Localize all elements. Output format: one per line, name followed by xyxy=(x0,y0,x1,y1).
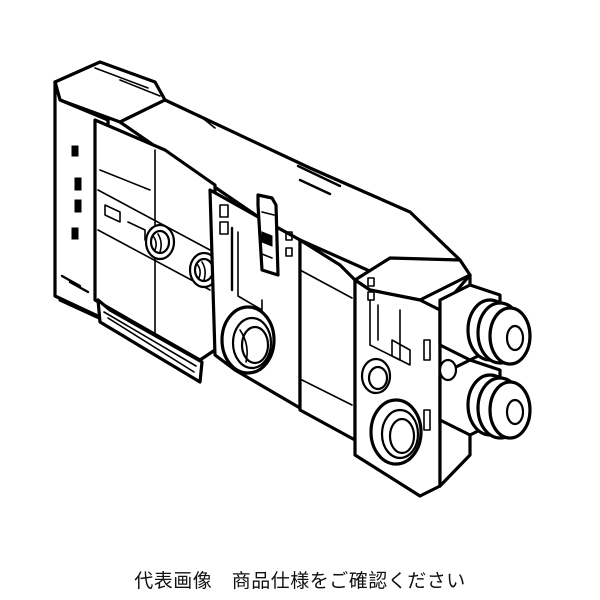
push-in-fitting-upper xyxy=(438,283,532,366)
manifold-body xyxy=(93,98,472,498)
push-in-fitting-lower xyxy=(438,358,532,440)
small-port-3 xyxy=(360,357,392,395)
large-port-1 xyxy=(220,305,276,375)
product-image xyxy=(53,60,532,498)
caption-representative-image-notice: 代表画像 商品仕様をご確認ください xyxy=(134,570,466,592)
large-port-2 xyxy=(369,398,423,466)
small-port-1 xyxy=(144,223,176,261)
